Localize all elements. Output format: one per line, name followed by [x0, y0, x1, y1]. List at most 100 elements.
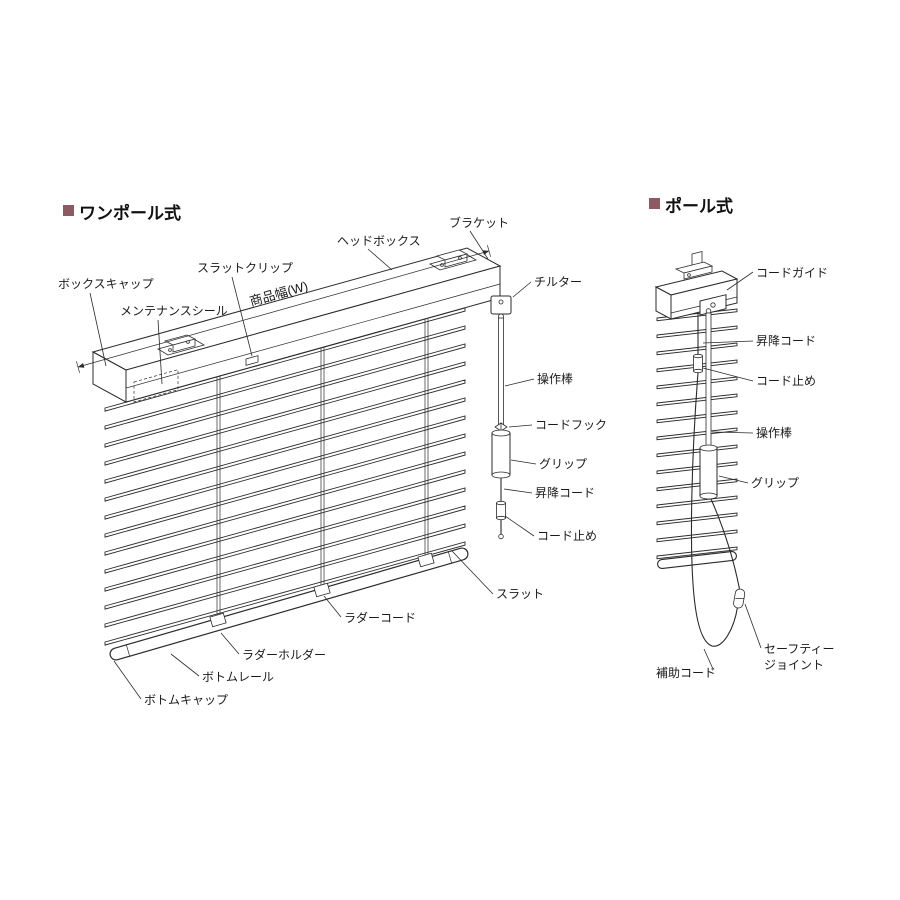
label-tilter: チルター	[534, 275, 582, 289]
bottom-cap-right	[447, 551, 453, 564]
leader-line	[157, 319, 163, 385]
slat	[656, 495, 738, 509]
pole-head-box	[654, 250, 739, 320]
cord-stopper-cap	[693, 368, 703, 374]
slat	[656, 478, 738, 492]
label-grip: グリップ	[751, 476, 799, 490]
leader-line	[469, 230, 489, 260]
cord-stopper-part	[693, 355, 703, 372]
label-ladder-cord: ラダーコード	[344, 610, 416, 625]
leader-line	[113, 660, 142, 700]
dimension-tick-left	[76, 361, 80, 373]
bracket-screw	[687, 273, 691, 277]
leader-line	[510, 459, 537, 465]
label-bracket: ブラケット	[449, 215, 509, 230]
bracket-screw	[186, 340, 190, 344]
slat	[656, 325, 738, 339]
leader-line	[702, 367, 754, 382]
grip-bottom-cap	[699, 492, 718, 500]
tilter-part	[490, 295, 512, 315]
bottom-rail	[109, 547, 469, 661]
label-safety-joint-line2: ジョイント	[764, 658, 824, 672]
grip-bottom-cap	[491, 471, 511, 479]
slat	[656, 512, 738, 526]
one-pole-title: ワンポール式	[63, 203, 181, 223]
cord-stopper-cap	[496, 500, 506, 506]
label-cord-stopper: コード止め	[756, 374, 816, 388]
leader-line	[503, 488, 533, 494]
bottom-rail-body	[110, 548, 468, 660]
label-operation-rod: 操作棒	[756, 425, 792, 440]
label-bottom-rail: ボトムレール	[202, 670, 274, 684]
safety-joint-seam	[735, 598, 745, 599]
grip-top-cap	[699, 444, 718, 452]
cord-stopper-cap	[496, 515, 506, 521]
dimension-arrow-line	[77, 250, 490, 368]
label-safety-joint-line1: セーフティー	[764, 642, 835, 656]
label-lifting-cord: 昇降コード	[535, 486, 595, 500]
leader-line	[703, 648, 714, 670]
grip-part	[699, 447, 718, 497]
pole-title: ポール式	[649, 196, 733, 216]
leader-line	[504, 515, 535, 537]
label-box-cap: ボックスキャップ	[58, 277, 154, 291]
bottom-cap-left	[125, 644, 131, 657]
title-marker-square	[63, 205, 74, 216]
leader-line	[744, 603, 762, 649]
slat	[656, 410, 738, 424]
pole-control	[690, 308, 746, 647]
label-ladder-holder: ラダーホルダー	[242, 647, 326, 662]
slat	[656, 461, 738, 475]
leader-line	[220, 632, 240, 655]
slat	[656, 342, 738, 356]
label-cord-guide: コードガイド	[756, 266, 828, 280]
pole-labels: コードガイド 昇降コード コード止め 操作棒 グリップ 補助コード セーフティー…	[656, 266, 835, 680]
ladder-holder	[209, 612, 227, 628]
leader-line	[504, 378, 535, 387]
leader-line	[711, 431, 754, 434]
leader-line	[718, 475, 749, 484]
leader-line	[508, 424, 533, 428]
slat	[656, 444, 738, 458]
label-auxiliary-cord: 補助コード	[656, 666, 716, 680]
label-slat-clip: スラットクリップ	[197, 261, 293, 275]
leader-line	[231, 276, 253, 357]
head-box-end-cap	[655, 286, 672, 320]
operation-rod-part	[498, 317, 504, 427]
grip-part	[491, 432, 511, 476]
slat	[656, 393, 738, 407]
dimension-tick-right	[487, 245, 491, 257]
label-cord-hook: コードフック	[535, 418, 607, 432]
operation-rod-part	[705, 312, 712, 449]
label-head-box: ヘッドボックス	[337, 234, 421, 248]
bracket-front	[683, 265, 713, 280]
ladder-holder	[417, 552, 435, 568]
section-title-one-pole: ワンポール式	[79, 203, 181, 223]
leader-line	[702, 340, 754, 344]
label-slat: スラット	[496, 587, 544, 601]
label-bottom-cap: ボトムキャップ	[144, 693, 228, 707]
leader-line	[170, 653, 200, 677]
ladder-holder	[313, 582, 331, 598]
cord-stopper-part	[496, 502, 506, 519]
bracket-screw	[168, 348, 172, 352]
label-maintenance-seal: メンテナンスシール	[120, 304, 228, 318]
bottom-rail-body	[658, 552, 736, 568]
pole-bottom-rail	[657, 551, 737, 569]
cord-end-knot	[498, 533, 504, 540]
label-grip: グリップ	[539, 457, 587, 471]
pole-slat-stack	[656, 308, 738, 560]
one-pole-section: ワンポール式	[58, 203, 607, 707]
leader-line	[726, 271, 754, 291]
cord-guide-hole	[710, 302, 716, 308]
tilter-hole	[498, 299, 504, 305]
slat	[656, 427, 738, 441]
title-marker-square	[649, 198, 660, 209]
leader-line	[367, 248, 393, 271]
auxiliary-cord-return	[710, 498, 741, 590]
cord-stopper-cap	[693, 353, 703, 359]
section-title-pole: ポール式	[665, 196, 733, 216]
leader-line	[89, 292, 107, 367]
